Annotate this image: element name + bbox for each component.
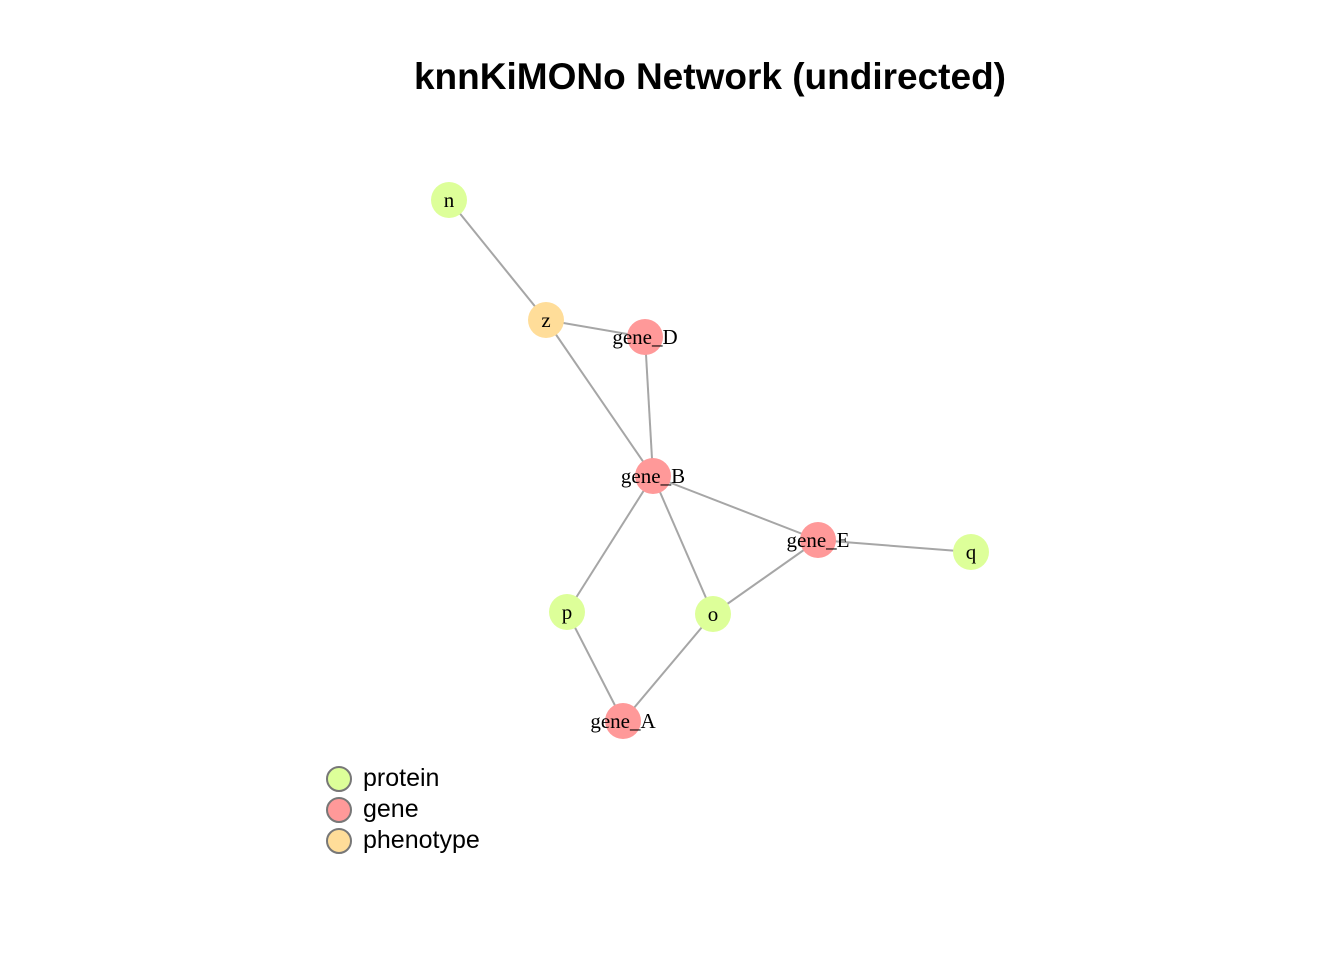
edge-gene_B-gene_E — [652, 475, 819, 541]
node-circle-gene_A — [605, 703, 641, 739]
legend-label-gene: gene — [363, 795, 419, 823]
node-gene_A: gene_A — [590, 703, 656, 739]
node-circle-p — [549, 594, 585, 630]
legend-item-protein: protein — [326, 763, 480, 794]
page-title: knnKiMONo Network (undirected) — [413, 56, 1007, 97]
node-label-n: n — [444, 188, 455, 212]
node-gene_B: gene_B — [621, 458, 685, 494]
node-label-gene_A: gene_A — [590, 709, 656, 733]
node-q: q — [953, 534, 989, 570]
edge-gene_E-o — [712, 539, 819, 615]
node-circle-z — [528, 302, 564, 338]
legend-item-gene: gene — [326, 794, 480, 825]
edge-gene_E-q — [817, 539, 972, 553]
node-p: p — [549, 594, 585, 630]
node-label-gene_E: gene_E — [787, 528, 850, 552]
legend-label-phenotype: phenotype — [363, 826, 480, 854]
node-gene_E: gene_E — [787, 522, 850, 558]
edge-o-gene_A — [622, 613, 714, 722]
legend-item-phenotype: phenotype — [326, 825, 480, 856]
legend-swatch-phenotype — [326, 827, 352, 854]
legend-swatch-protein — [326, 765, 352, 792]
node-label-p: p — [562, 600, 573, 624]
node-circle-q — [953, 534, 989, 570]
node-n: n — [431, 182, 467, 218]
node-label-gene_D: gene_D — [612, 325, 677, 349]
node-o: o — [695, 596, 731, 632]
node-circle-n — [431, 182, 467, 218]
node-label-o: o — [708, 602, 719, 626]
edge-gene_B-o — [652, 475, 714, 615]
edges-layer — [448, 199, 972, 722]
node-circle-gene_D — [627, 319, 663, 355]
node-label-z: z — [541, 308, 550, 332]
node-gene_D: gene_D — [612, 319, 678, 355]
edge-gene_B-p — [566, 475, 654, 613]
node-label-q: q — [966, 540, 977, 564]
legend-label-protein: protein — [363, 764, 440, 792]
edge-n-z — [448, 199, 547, 321]
node-circle-gene_B — [635, 458, 671, 494]
node-label-gene_B: gene_B — [621, 464, 685, 488]
edge-z-gene_B — [545, 319, 654, 477]
legend: protein gene phenotype — [326, 763, 480, 856]
node-circle-gene_E — [800, 522, 836, 558]
edge-p-gene_A — [566, 611, 624, 722]
node-circle-o — [695, 596, 731, 632]
edge-gene_D-gene_B — [644, 336, 654, 477]
legend-swatch-gene — [326, 796, 352, 823]
node-z: z — [528, 302, 564, 338]
